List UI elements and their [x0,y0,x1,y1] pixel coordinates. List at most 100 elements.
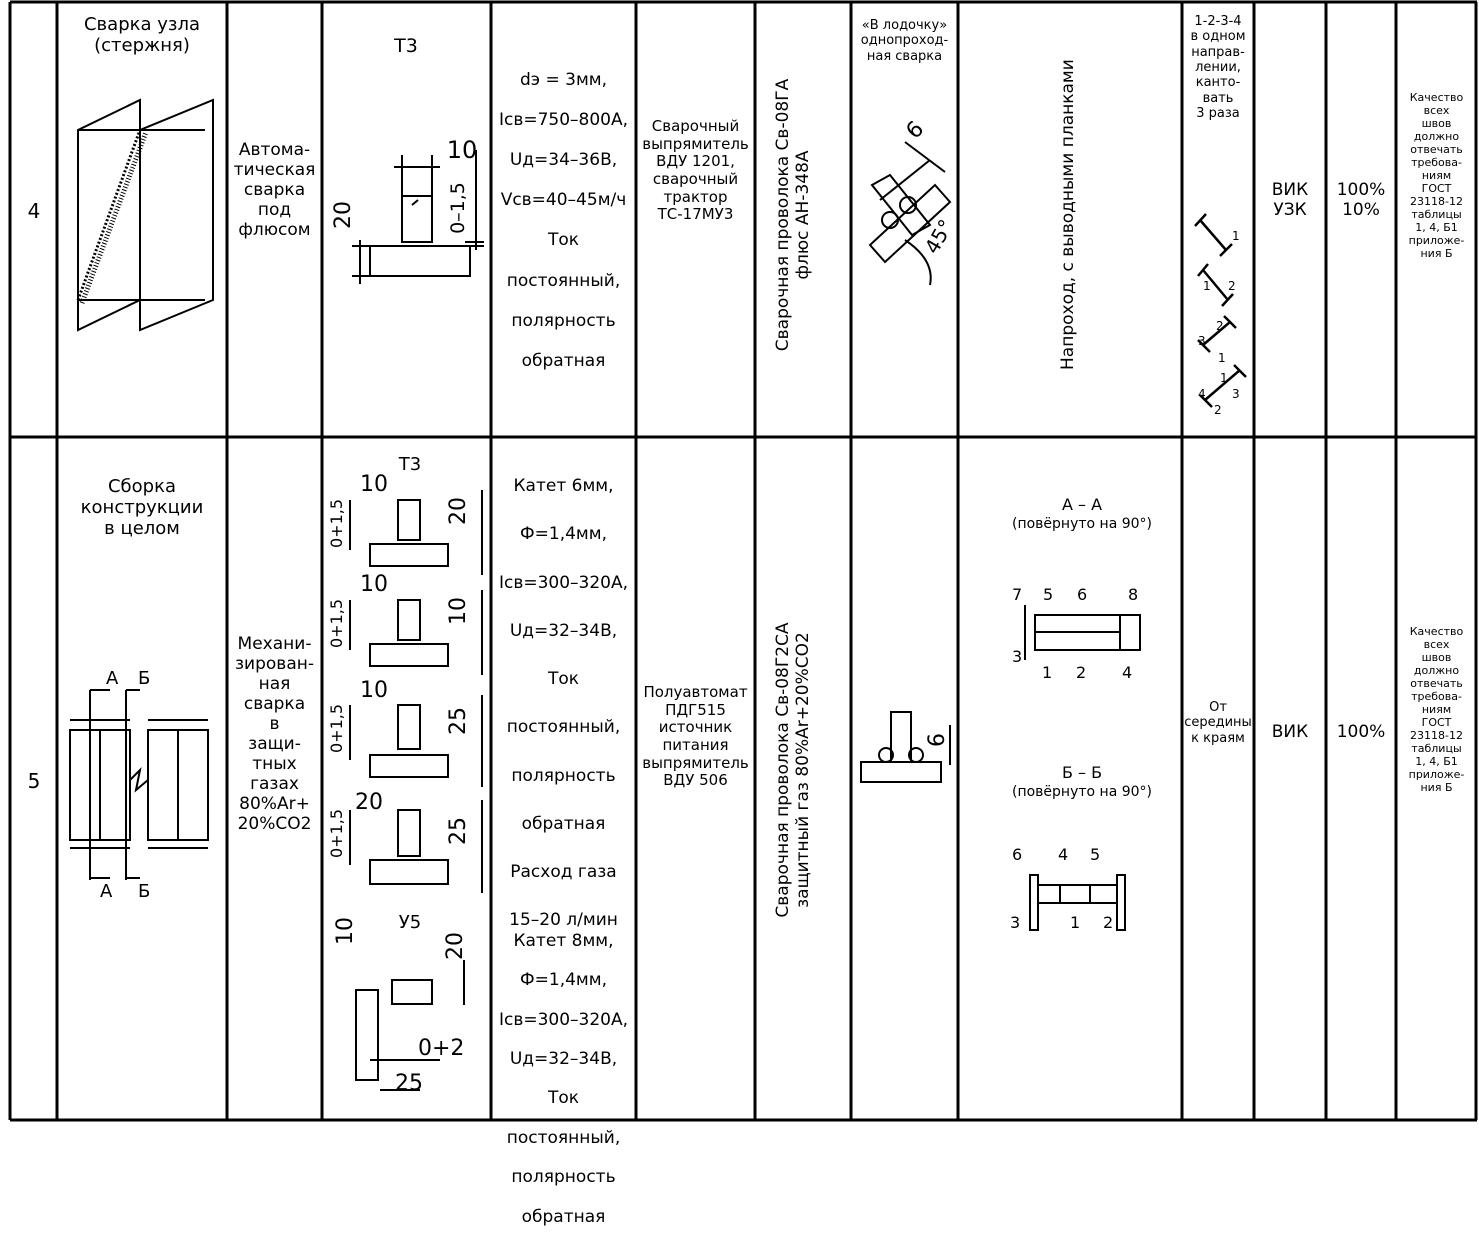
mode-line: постоянный, [506,1127,621,1148]
row5-number: 5 [27,769,41,793]
mode-line: постоянный, [506,270,621,291]
mode-line: обратная [521,350,606,371]
row4-order-text: 1-2-3-4 в одном направ- лении, канто- ва… [1190,14,1246,121]
row5-equipment: Полуавтомат ПДГ515 источник питания выпр… [642,683,749,790]
mode-line: полярность [511,310,616,331]
materials-line: Сварочная проволока Св-08Г2СА [773,622,793,918]
row4-sequence: Напроход, с выводными планками [1058,59,1078,370]
row4-number: 4 [27,199,41,223]
section-bb-note: (повёрнуто на 90°) [1012,784,1152,800]
svg-text:2: 2 [1103,913,1113,932]
mode-line: обратная [521,1206,606,1227]
table-grid [8,0,1478,1122]
position-sketch-row5 [860,711,951,783]
mode-line: полярность [511,1167,616,1188]
position-dim-45: 45° [920,215,959,258]
svg-text:4: 4 [1122,663,1132,682]
row5-materials: Сварочная проволока Св-08Г2СА защитный г… [773,600,833,940]
materials-line: защитный газ 80%Ar+20%CO2 [793,632,813,908]
svg-text:10: 10 [446,597,471,625]
svg-text:2: 2 [1214,403,1222,417]
svg-text:4: 4 [1198,387,1206,401]
position-sketch [868,141,952,286]
row4-control: ВИК УЗК [1271,180,1309,221]
section-aa-sketch [1024,605,1141,660]
section-bb-sketch [1029,874,1126,931]
svg-text:2: 2 [1216,319,1224,333]
svg-text:10: 10 [360,472,388,497]
svg-text:10: 10 [333,917,358,945]
mode-line: 15–20 л/мин [509,910,618,931]
svg-text:2: 2 [1076,663,1086,682]
mode-line: Iсв=300–320А, [498,572,629,593]
mode-line: Ток [547,1088,580,1109]
mode-line: Ф=1,4мм, [520,524,607,545]
section-bb-numbers: 6 4 5 3 1 2 [1010,845,1113,932]
svg-text:1: 1 [1070,913,1080,932]
mode-line: полярность [511,765,616,786]
svg-text:3: 3 [1012,647,1022,666]
svg-text:3: 3 [1010,913,1020,932]
mode-line: Uд=32–34В, [509,1049,618,1070]
svg-text:0+1,5: 0+1,5 [327,599,346,648]
mode-line: Катет 6мм, [513,476,614,497]
joint-row5-label-t3: Т3 [398,454,421,475]
svg-text:0+1,5: 0+1,5 [327,499,346,548]
joints-row5 [349,490,483,1091]
mode-line: Ток [547,669,580,690]
svg-text:25: 25 [446,817,471,845]
svg-text:8: 8 [1128,585,1138,604]
svg-text:А: А [106,668,119,689]
row5-requirements: Качество всех швов должно отвечать требо… [1408,625,1465,794]
svg-text:0+1,5: 0+1,5 [327,809,346,858]
svg-text:6: 6 [1012,845,1022,864]
joint-row5-dims: 10 10 10 20 0+1,5 0+1,5 0+1,5 0+1,5 20 1… [327,472,471,1096]
joint-t3-label: Т3 [393,35,418,57]
row4-operation: Сварка узла (стержня) [83,14,200,57]
svg-text:25: 25 [446,707,471,735]
joint-t3-sketch [352,150,484,284]
frame-sketch [69,689,209,880]
section-aa-note: (повёрнуто на 90°) [1012,516,1152,532]
svg-text:1: 1 [1203,279,1211,293]
svg-text:4: 4 [1058,845,1068,864]
section-aa-numbers: 7 5 6 8 3 1 2 4 [1012,585,1138,682]
svg-text:3: 3 [1232,387,1240,401]
svg-text:1: 1 [1220,371,1228,385]
section-bb-title: Б – Б [1062,763,1102,782]
svg-text:2: 2 [1228,279,1236,293]
order-beam-icons [1194,213,1247,408]
mode-line: dэ = 3мм, [519,70,608,91]
row5-mode-bottom: Катет 8мм, Ф=1,4мм, Iсв=300–320А, Uд=32–… [491,912,636,1247]
section-aa-title: А – А [1062,495,1102,514]
svg-text:5: 5 [1090,845,1100,864]
materials-line: флюс АН-348А [793,150,813,280]
row4-equipment: Сварочный выпрямитель ВДУ 1201, сварочны… [642,117,749,224]
dim-20: 20 [331,201,356,229]
joint-row5-label-y5: У5 [399,912,421,933]
row4-materials: Сварочная проволока Св-08ГА флюс АН-348А [773,65,833,365]
row4-position-title: «В лодочку» однопроход- ная сварка [860,18,949,64]
dim-10: 10 [447,136,478,164]
mode-line: постоянный, [506,717,621,738]
mode-line: Катет 8мм, [513,930,614,951]
mode-line: Iсв=750–800А, [498,110,629,131]
materials-line: Сварочная проволока Св-08ГА [773,78,793,352]
svg-text:10: 10 [360,678,388,703]
svg-text:25: 25 [395,1071,423,1096]
row5-order-text: От середины к краям [1184,700,1252,746]
ibeam-sketch [76,98,214,332]
svg-text:3: 3 [1198,334,1206,348]
row4-mode: dэ = 3мм, Iсв=750–800А, Uд=34–36В, Vсв=4… [491,50,636,391]
mode-line: Ф=1,4мм, [520,970,607,991]
svg-text:10: 10 [360,572,388,597]
row5-method: Механи- зирован- ная сварка в защи- тных… [235,634,314,835]
svg-text:А: А [100,881,113,902]
row5-control: ВИК [1271,722,1309,742]
frame-section-marks: А Б А Б [100,668,150,902]
svg-text:Б: Б [138,668,150,689]
svg-text:20: 20 [355,790,383,815]
mode-line: Vсв=40–45м/ч [500,190,627,211]
